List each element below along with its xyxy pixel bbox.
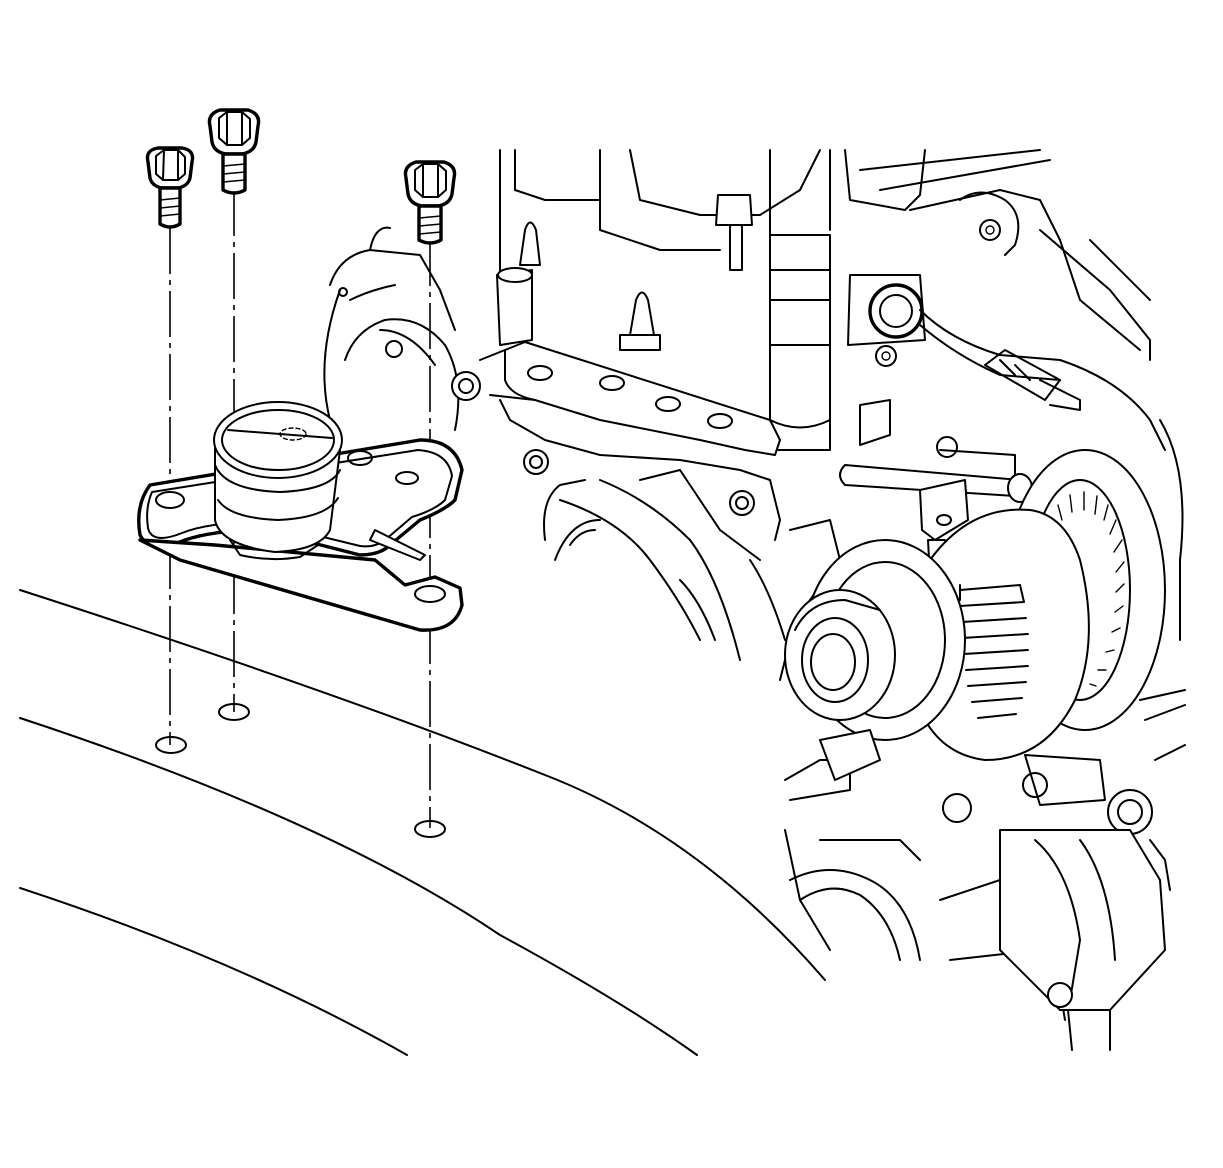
bolt-icon bbox=[207, 108, 261, 195]
bolt-icon bbox=[145, 146, 195, 229]
frame-holes bbox=[155, 703, 446, 838]
frame-rail-icon bbox=[19, 589, 826, 1056]
cooling-fins-icon bbox=[959, 584, 1029, 719]
bolt-icon bbox=[403, 160, 457, 245]
vent-slots-icon bbox=[1057, 491, 1125, 687]
engine-block-icon bbox=[323, 149, 1166, 1021]
alternator-icon bbox=[784, 419, 1186, 1051]
engine-mount-bracket-icon bbox=[137, 401, 464, 632]
